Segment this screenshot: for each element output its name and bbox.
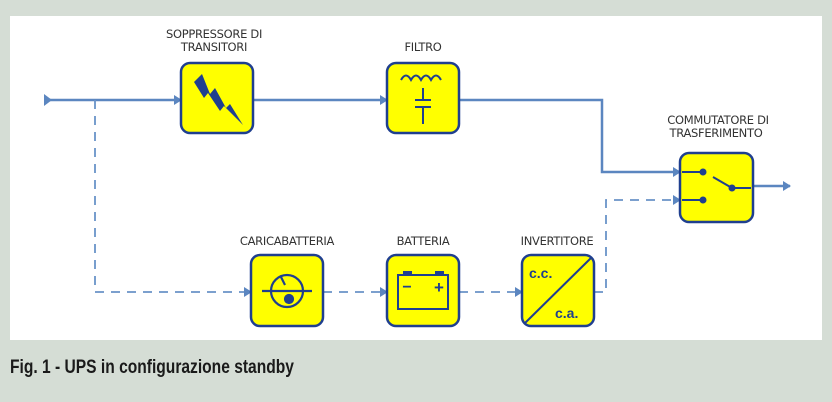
switch-icon xyxy=(682,168,751,204)
battery-icon: − + xyxy=(397,271,449,310)
suppressor-label-2: TRANSITORI xyxy=(180,40,247,54)
transfer-switch-label: COMMUTATORE DI xyxy=(667,113,769,127)
battery-block: BATTERIA − + xyxy=(385,234,461,328)
battery-label: BATTERIA xyxy=(397,234,450,248)
inverter-diagonal xyxy=(523,256,593,325)
charger-block: CARICABATTERIA xyxy=(240,234,335,328)
suppressor-label: SOPPRESSORE DI xyxy=(166,27,262,41)
lightning-icon xyxy=(194,74,243,125)
filter-block: FILTRO xyxy=(385,40,461,135)
main-power-path xyxy=(47,95,791,191)
inverter-label: INVERTITORE xyxy=(521,234,594,248)
suppressor-block: SOPPRESSORE DI TRANSITORI xyxy=(166,27,262,135)
minus-sign: − xyxy=(402,279,411,296)
inverter-block: INVERTITORE c.c. c.a. xyxy=(521,234,596,328)
transfer-switch-block: COMMUTATORE DI TRASFERIMENTO xyxy=(667,113,769,224)
charger-label: CARICABATTERIA xyxy=(240,234,335,248)
dc-label: c.c. xyxy=(529,265,552,281)
ac-label: c.a. xyxy=(555,305,578,321)
input-arrow-icon xyxy=(44,94,52,106)
figure-caption: Fig. 1 - UPS in configurazione standby xyxy=(10,357,294,378)
plus-sign: + xyxy=(434,278,444,297)
battery-path xyxy=(94,100,681,297)
transfer-switch-label-2: TRASFERIMENTO xyxy=(669,126,763,140)
inductor-capacitor-icon xyxy=(400,74,442,124)
filter-label: FILTRO xyxy=(404,40,441,54)
charger-meter-icon xyxy=(262,273,312,309)
